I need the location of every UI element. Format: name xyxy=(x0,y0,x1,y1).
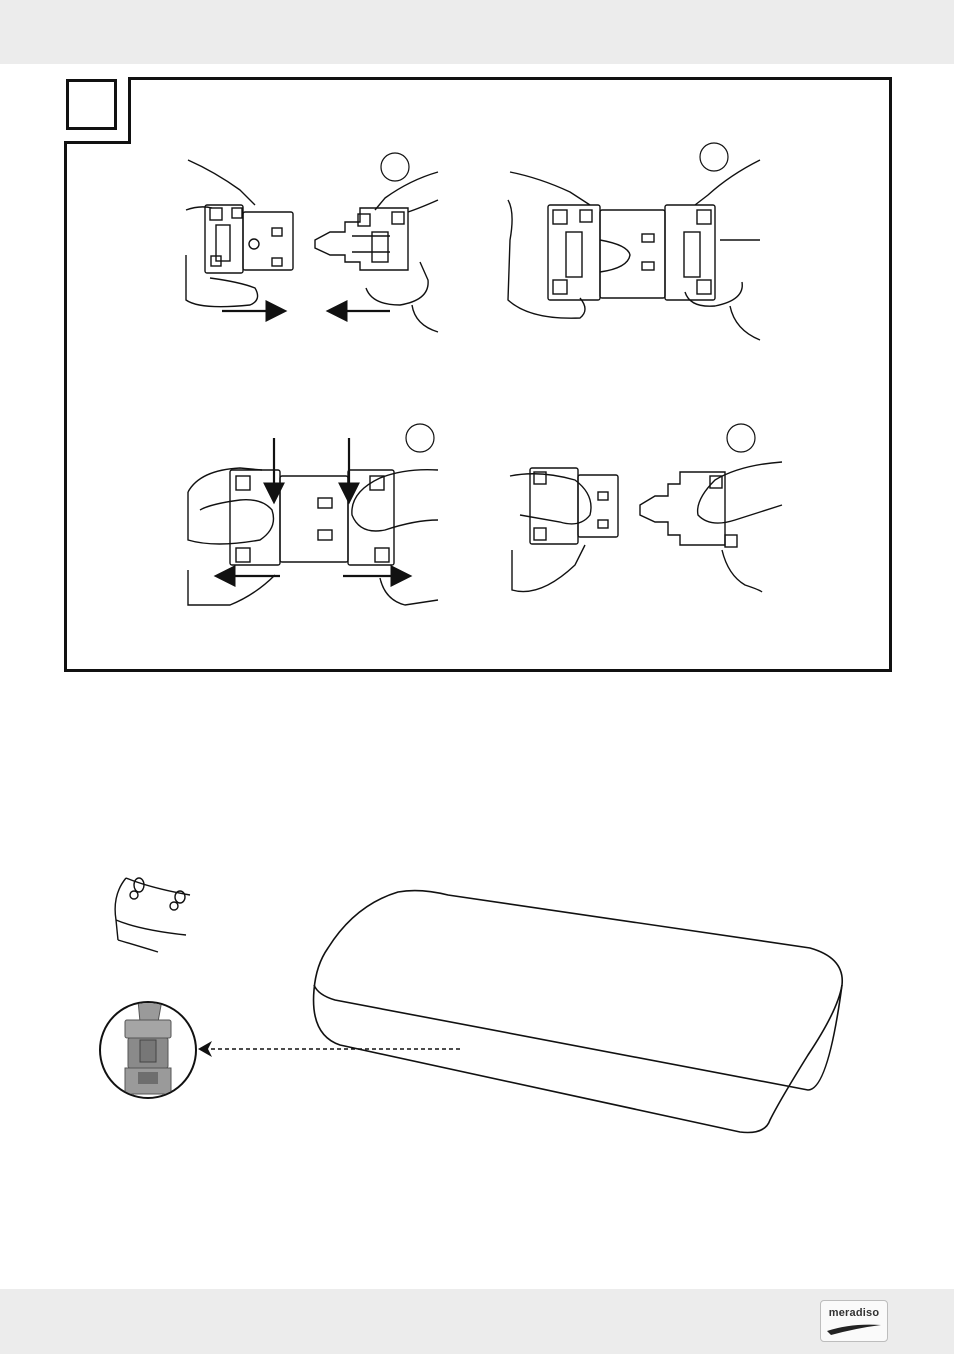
leader-arrow-head xyxy=(198,1041,212,1057)
mattress-corner-detail xyxy=(114,877,191,953)
brand-swoosh-icon xyxy=(827,1324,881,1335)
step-4-illustration xyxy=(509,423,783,593)
step-circle-icon xyxy=(726,423,756,453)
step-1-illustration xyxy=(185,152,439,333)
step-circle-icon xyxy=(405,423,435,453)
step-3-illustration xyxy=(187,423,439,606)
step-2-illustration xyxy=(507,142,761,341)
buckle-detail-magnifier xyxy=(99,1001,197,1099)
footer-band xyxy=(0,1289,954,1354)
mattress-illustration xyxy=(312,889,843,1134)
instruction-figure-frame xyxy=(64,77,892,672)
header-band xyxy=(0,0,954,64)
step-circle-icon xyxy=(699,142,729,172)
figure-number-box xyxy=(66,79,117,130)
step-circle-icon xyxy=(380,152,410,182)
brand-logo: meradiso xyxy=(820,1300,888,1342)
brand-name: meradiso xyxy=(828,1307,880,1319)
